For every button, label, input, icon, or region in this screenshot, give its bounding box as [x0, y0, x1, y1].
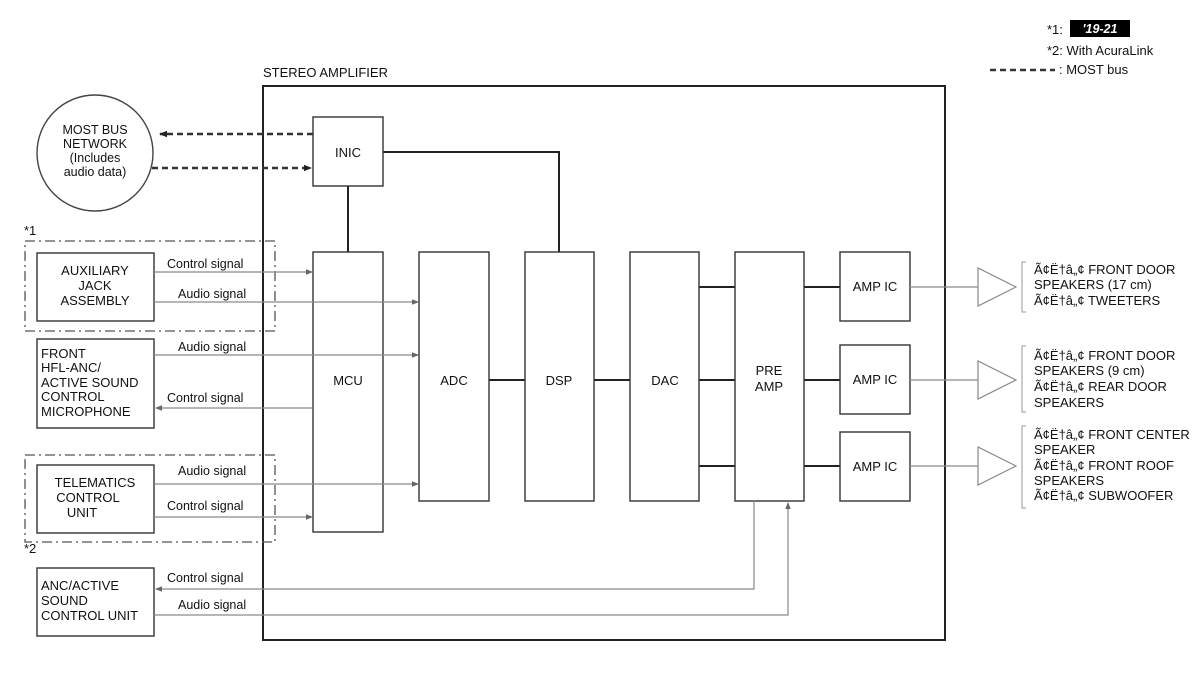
most-network-line3: (Includes — [70, 151, 121, 165]
speaker-triangle-icon — [977, 360, 1018, 400]
amp-ic-2-block: AMP IC — [839, 344, 911, 415]
anc-line1: ANC/ACTIVE — [41, 578, 119, 593]
aux-jack-line1: AUXILIARY — [61, 263, 129, 278]
output1-line3: Ã¢Ë†â„¢ TWEETERS — [1034, 293, 1161, 308]
output2-line3: Ã¢Ë†â„¢ REAR DOOR — [1034, 379, 1167, 394]
legend-most-bus-label: : MOST bus — [1059, 62, 1129, 77]
most-network-line4: audio data) — [64, 165, 127, 179]
mic-control-label: Control signal — [167, 391, 243, 405]
inic-label: INIC — [335, 145, 361, 160]
telematics-line3: UNIT — [67, 505, 97, 520]
anc-control-unit: ANC/ACTIVE SOUND CONTROL UNIT — [36, 567, 155, 637]
legend-note1-prefix: *1: — [1047, 22, 1063, 37]
most-bus-network: MOST BUS NETWORK (Includes audio data) — [36, 94, 154, 212]
mcu-block: MCU — [312, 251, 384, 533]
dac-block: DAC — [629, 251, 700, 502]
most-network-line1: MOST BUS — [62, 123, 127, 137]
aux-jack-line3: ASSEMBLY — [60, 293, 129, 308]
tcu-control-label: Control signal — [167, 499, 243, 513]
telematics-control-unit: TELEMATICS CONTROL UNIT — [36, 464, 155, 534]
mic-audio-label: Audio signal — [178, 340, 246, 354]
adc-label: ADC — [440, 373, 467, 388]
anc-control-line — [155, 501, 755, 592]
legend: *1: '19-21 *2: With AcuraLink : MOST bus — [990, 20, 1154, 77]
group-marker-star1: *1 — [24, 223, 36, 238]
group-marker-star2: *2 — [24, 541, 36, 556]
dac-label: DAC — [651, 373, 678, 388]
stereo-amplifier-box — [262, 85, 946, 641]
anc-audio-label: Audio signal — [178, 598, 246, 612]
adc-block: ADC — [418, 251, 490, 502]
speaker-output-2: Ã¢Ë†â„¢ FRONT DOOR SPEAKERS (9 cm) Ã¢Ë†â… — [910, 345, 1175, 413]
most-network-line2: NETWORK — [63, 137, 128, 151]
output3-line2: SPEAKER — [1034, 442, 1095, 457]
preamp-block: PRE AMP — [734, 251, 805, 502]
output3-line4: SPEAKERS — [1034, 473, 1104, 488]
anc-control-label: Control signal — [167, 571, 243, 585]
amp-ic-3-label: AMP IC — [853, 459, 898, 474]
aux-control-label: Control signal — [167, 257, 243, 271]
front-mic-line4: CONTROL — [41, 389, 105, 404]
speaker-triangle-icon — [977, 446, 1018, 486]
aux-jack-assembly: AUXILIARY JACK ASSEMBLY — [36, 252, 155, 322]
preamp-label-line2: AMP — [755, 379, 783, 394]
telematics-line1: TELEMATICS — [55, 475, 136, 490]
amp-ic-1-label: AMP IC — [853, 279, 898, 294]
internal-wiring — [347, 151, 840, 467]
front-mic-line3: ACTIVE SOUND — [41, 375, 139, 390]
legend-note2: *2: With AcuraLink — [1047, 43, 1154, 58]
speaker-output-1: Ã¢Ë†â„¢ FRONT DOOR SPEAKERS (17 cm) Ã¢Ë†… — [910, 261, 1175, 313]
output2-line2: SPEAKERS (9 cm) — [1034, 363, 1145, 378]
amp-ic-2-label: AMP IC — [853, 372, 898, 387]
front-mic-line1: FRONT — [41, 346, 86, 361]
inic-block: INIC — [312, 116, 384, 187]
output3-line1: Ã¢Ë†â„¢ FRONT CENTER — [1034, 427, 1190, 442]
legend-note1-badge-bg — [1070, 20, 1130, 37]
output1-line2: SPEAKERS (17 cm) — [1034, 277, 1152, 292]
dsp-block: DSP — [524, 251, 595, 502]
output2-line1: Ã¢Ë†â„¢ FRONT DOOR — [1034, 348, 1175, 363]
speaker-output-3: Ã¢Ë†â„¢ FRONT CENTER SPEAKER Ã¢Ë†â„¢ FRO… — [910, 425, 1190, 509]
telematics-group-outline — [24, 454, 276, 543]
aux-audio-label: Audio signal — [178, 287, 246, 301]
output1-line1: Ã¢Ë†â„¢ FRONT DOOR — [1034, 262, 1175, 277]
dsp-label: DSP — [546, 373, 573, 388]
output3-line3: Ã¢Ë†â„¢ FRONT ROOF — [1034, 458, 1174, 473]
telematics-line2: CONTROL — [56, 490, 120, 505]
anc-line2: SOUND — [41, 593, 88, 608]
front-microphone: FRONT HFL-ANC/ ACTIVE SOUND CONTROL MICR… — [36, 338, 155, 429]
amplifier-title: STEREO AMPLIFIER — [263, 65, 388, 80]
front-mic-line2: HFL-ANC/ — [41, 360, 101, 375]
speaker-triangle-icon — [977, 267, 1018, 307]
legend-note1-badge: '19-21 — [1083, 22, 1118, 36]
anc-audio-line — [154, 502, 791, 616]
output3-line5: Ã¢Ë†â„¢ SUBWOOFER — [1034, 488, 1173, 503]
output2-line4: SPEAKERS — [1034, 395, 1104, 410]
mcu-label: MCU — [333, 373, 363, 388]
tcu-audio-label: Audio signal — [178, 464, 246, 478]
amp-ic-1-block: AMP IC — [839, 251, 911, 322]
aux-group-outline — [24, 240, 276, 332]
aux-jack-line2: JACK — [78, 278, 112, 293]
front-mic-line5: MICROPHONE — [41, 404, 131, 419]
preamp-label-line1: PRE — [756, 363, 783, 378]
amp-ic-3-block: AMP IC — [839, 431, 911, 502]
anc-line3: CONTROL UNIT — [41, 608, 138, 623]
